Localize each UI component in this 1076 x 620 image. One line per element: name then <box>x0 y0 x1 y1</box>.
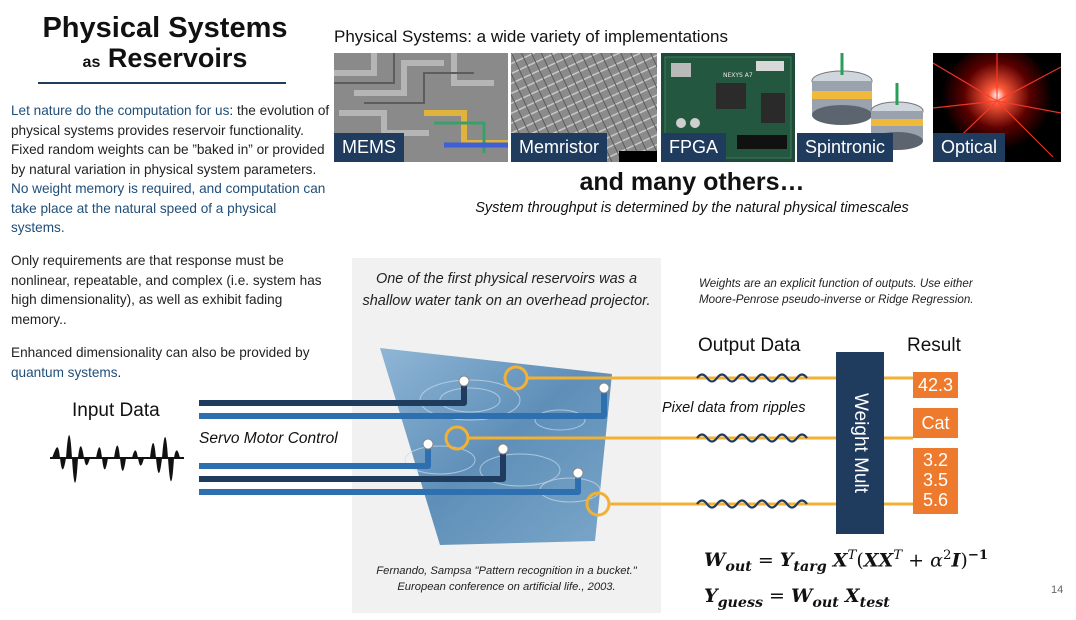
intro-highlight: No weight memory is required, and comput… <box>11 181 326 235</box>
result-value-group: 3.2 3.5 5.6 <box>913 448 958 514</box>
output-signals <box>696 373 808 509</box>
water-surface <box>380 348 612 545</box>
throughput-note: System throughput is determined by the n… <box>475 200 909 216</box>
input-data-label: Input Data <box>72 400 160 421</box>
title-underline <box>38 82 286 84</box>
title-as: as <box>82 54 101 71</box>
quantum-end: . <box>117 364 122 380</box>
citation-line2: European conference on artificial life.,… <box>397 581 616 593</box>
thumb-memristor: Memristor <box>511 53 657 162</box>
panel-caption: One of the first physical reservoirs was… <box>352 268 661 312</box>
weights-note-line2: Moore-Penrose pseudo-inverse or Ridge Re… <box>699 293 974 306</box>
quantum-highlight: quantum systems <box>11 364 118 380</box>
title-line2: as Reservoirs <box>0 45 330 72</box>
fpga-image: NEXYS A7 <box>661 53 795 162</box>
thumb-fpga-label: FPGA <box>661 133 727 162</box>
slide-title: Physical Systems as Reservoirs <box>0 14 330 72</box>
citation-line1: Fernando, Sampsa "Pattern recognition in… <box>376 565 637 577</box>
result-value-5: 5.6 <box>922 490 949 510</box>
title-line1: Physical Systems <box>42 12 288 44</box>
paragraph-quantum: Enhanced dimensionality can also be prov… <box>11 343 331 382</box>
fpga-board-text: NEXYS A7 <box>723 72 753 79</box>
thumb-mems-label: MEMS <box>334 133 404 162</box>
thumb-mems: MEMS <box>334 53 508 162</box>
paragraph-intro: Let nature do the computation for us: th… <box>11 101 331 238</box>
thumb-optical: Optical <box>933 53 1061 162</box>
thumb-spintronic-label: Spintronic <box>797 133 894 162</box>
intro-text: : the evolution of physical systems prov… <box>11 103 330 177</box>
weight-mult-label: Weight Mult <box>850 393 871 493</box>
panel-caption-line1: One of the first physical reservoirs was… <box>375 271 638 287</box>
panel-caption-line2: shallow water tank on an overhead projec… <box>362 293 651 309</box>
systems-title-rest: : a wide variety of implementations <box>467 27 728 46</box>
output-data-label: Output Data <box>698 335 801 356</box>
weights-note: Weights are an explicit function of outp… <box>699 276 1029 308</box>
intro-lead: Let nature do the computation for us <box>11 103 230 118</box>
thumb-memristor-label: Memristor <box>511 133 607 162</box>
result-value-4: 3.5 <box>922 470 949 490</box>
result-value-3: 3.2 <box>922 450 949 470</box>
equation-wout: Wout = Ytarg XT(XXT + α2I)−1 <box>704 548 989 576</box>
systems-title-bold: Physical Systems <box>334 27 468 46</box>
result-value-2: Cat <box>913 408 958 438</box>
thumb-fpga: NEXYS A7 FPGA <box>661 53 795 162</box>
weight-mult-block: Weight Mult <box>836 352 884 534</box>
panel-citation: Fernando, Sampsa "Pattern recognition in… <box>352 563 661 595</box>
thumb-optical-label: Optical <box>933 133 1006 162</box>
result-value-1: 42.3 <box>913 372 958 398</box>
thumb-spintronic: Spintronic <box>797 53 929 162</box>
weights-note-line1: Weights are an explicit function of outp… <box>699 277 973 290</box>
title-reservoirs: Reservoirs <box>107 43 248 73</box>
pixel-data-label: Pixel data from ripples <box>662 400 806 416</box>
quantum-text: Enhanced dimensionality can also be prov… <box>11 345 310 360</box>
result-label: Result <box>907 335 961 356</box>
systems-title: Physical Systems: a wide variety of impl… <box>334 27 728 47</box>
many-others-heading: and many others… <box>579 168 805 196</box>
equation-yguess: Yguess = Wout Xtest <box>704 585 890 611</box>
paragraph-requirements: Only requirements are that response must… <box>11 253 322 327</box>
servo-label: Servo Motor Control <box>199 430 338 447</box>
page-number: 14 <box>1051 584 1064 596</box>
